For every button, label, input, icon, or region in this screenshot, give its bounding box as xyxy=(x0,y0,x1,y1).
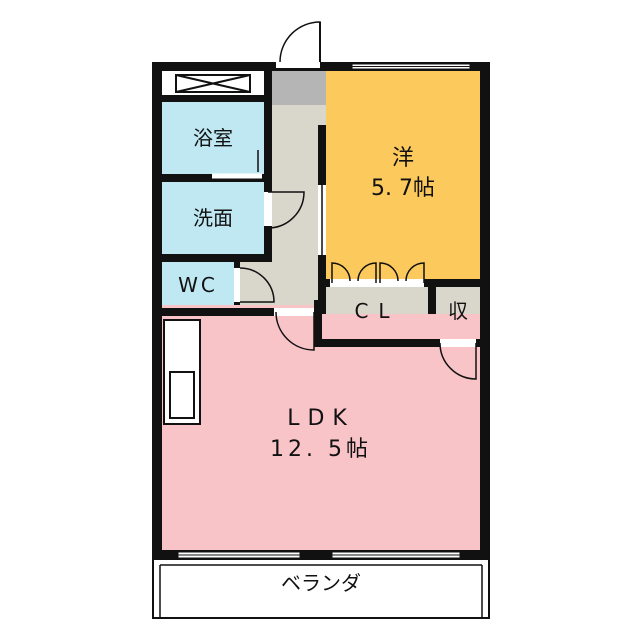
closet-label: CL xyxy=(354,299,399,323)
storage-label: 収 xyxy=(448,299,468,323)
western-room-size: 5. 7帖 xyxy=(371,176,435,201)
bottom-windows xyxy=(177,551,461,559)
western-room xyxy=(326,71,480,279)
balcony-label: ベランダ xyxy=(281,571,361,595)
washroom-label: 洗面 xyxy=(193,206,233,230)
wc-room xyxy=(162,262,234,306)
entrance-door xyxy=(276,21,321,68)
ldk-size: 12. 5帖 xyxy=(270,437,372,462)
wash-door xyxy=(264,191,305,229)
top-window xyxy=(351,63,471,70)
bath-room xyxy=(162,102,264,174)
storage-door xyxy=(439,339,477,380)
closet-doors xyxy=(330,262,425,287)
ldk-room xyxy=(162,314,480,550)
corridor xyxy=(272,115,318,305)
ldk-name: LDK xyxy=(287,406,355,431)
wash-room xyxy=(162,182,264,254)
bath-label: 浴室 xyxy=(193,126,233,150)
wc-label: WC xyxy=(178,273,218,297)
western-room-name: 洋 xyxy=(392,146,414,171)
balcony xyxy=(152,557,490,619)
ldk-door xyxy=(274,308,315,351)
wc-antechamber xyxy=(240,262,272,306)
wc-door xyxy=(234,267,275,303)
kitchen-counter xyxy=(163,319,201,425)
